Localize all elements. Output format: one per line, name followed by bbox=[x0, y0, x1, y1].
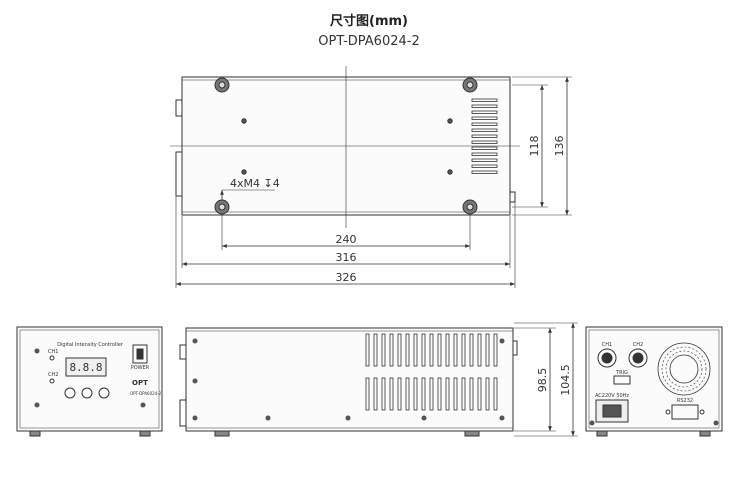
side-screws bbox=[192, 338, 505, 421]
side-view bbox=[179, 322, 578, 437]
top-screws bbox=[241, 118, 453, 175]
dim-326-label: 326 bbox=[336, 271, 357, 284]
front-model-line: OPT-DPA6024-2 bbox=[130, 391, 162, 396]
ch1-indicator bbox=[49, 355, 55, 361]
diagram-title: 尺寸图(mm) bbox=[330, 14, 408, 29]
rear-screws bbox=[589, 420, 719, 426]
dim-136-label: 136 bbox=[553, 136, 566, 157]
front-panel-title: Digital Intensity Controller bbox=[57, 342, 124, 348]
rear-ch1-label: CH1 bbox=[602, 342, 612, 348]
top-view bbox=[170, 66, 572, 288]
trig-label: TRIG bbox=[615, 370, 628, 376]
dim-98-5-label: 98.5 bbox=[536, 368, 549, 393]
power-switch bbox=[132, 344, 148, 364]
front-screws bbox=[34, 348, 146, 408]
side-knob-profile bbox=[179, 344, 187, 360]
top-vent-slots bbox=[471, 98, 498, 174]
rs232-port bbox=[671, 404, 699, 420]
hole-spec-label: 4xM4 ↧4 bbox=[230, 177, 280, 190]
front-ch2-label: CH2 bbox=[48, 372, 58, 378]
side-connector-profile bbox=[179, 399, 187, 427]
front-knob-3 bbox=[98, 387, 110, 399]
trig-terminal bbox=[613, 375, 631, 385]
dim-104-5-label: 104.5 bbox=[559, 364, 572, 396]
front-view bbox=[16, 326, 163, 437]
top-left-socket bbox=[175, 151, 183, 197]
side-body-outline bbox=[185, 327, 514, 432]
front-panel-outline bbox=[16, 326, 163, 432]
model-name: OPT-DPA6024-2 bbox=[318, 34, 420, 49]
top-right-switch bbox=[509, 191, 516, 203]
power-label: POWER bbox=[131, 365, 150, 371]
dim-240-label: 240 bbox=[336, 233, 357, 246]
top-left-connector bbox=[175, 99, 183, 117]
ch2-indicator bbox=[49, 378, 55, 384]
fan-grille bbox=[657, 342, 711, 396]
front-knob-1 bbox=[64, 387, 76, 399]
ac-label: AC220V 50Hz bbox=[595, 393, 629, 399]
front-ch1-label: CH1 bbox=[48, 349, 58, 355]
rear-ch2-connector bbox=[628, 348, 648, 368]
dim-316-label: 316 bbox=[336, 251, 357, 264]
led-display bbox=[65, 357, 107, 377]
side-vents-lower bbox=[365, 377, 498, 411]
top-feet bbox=[214, 77, 478, 215]
side-vents-upper bbox=[365, 333, 498, 367]
dim-118-label: 118 bbox=[528, 136, 541, 157]
display-readout: 8.8.8 bbox=[69, 361, 102, 374]
rear-ch1-connector bbox=[597, 348, 617, 368]
rear-view bbox=[585, 326, 723, 437]
front-knob-2 bbox=[81, 387, 93, 399]
side-switch-profile bbox=[512, 340, 518, 356]
rear-ch2-label: CH2 bbox=[633, 342, 643, 348]
brand-logo: OPT bbox=[132, 379, 148, 387]
rs232-label: RS232 bbox=[677, 398, 693, 404]
